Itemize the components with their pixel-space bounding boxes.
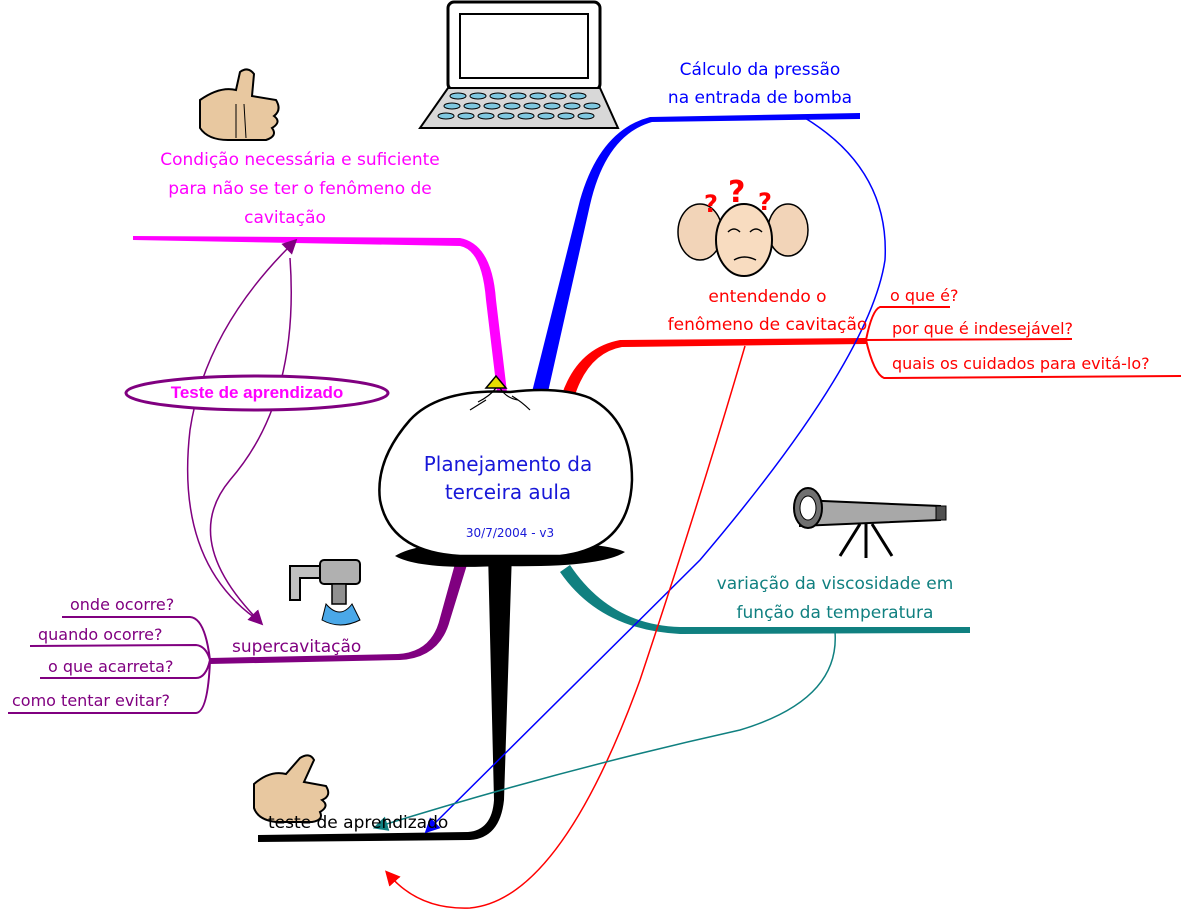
super-sub-3: o que acarreta? [48,657,174,676]
viscosidade-line2: função da temperatura [736,603,934,623]
link-calculo-to-teste [424,117,887,834]
teste-oval-label: Teste de aprendizado [170,383,344,402]
center-date: 30/7/2004 - v3 [465,526,555,540]
viscosidade-label: variação da viscosidade em função da tem… [700,572,970,625]
condicao-line1: Condição necessária e suficiente [160,150,440,170]
entendendo-subbranches [865,306,1181,380]
svg-text:?: ? [704,190,718,218]
entendendo-line2: fenômeno de cavitação [667,315,868,335]
branch-viscosidade [560,565,970,634]
thumbs-up-icon [199,68,280,141]
link-teste-to-condicao [186,238,298,619]
branch-condicao [133,236,507,392]
super-sub-4: como tentar evitar? [12,691,170,710]
entendendo-line1: entendendo o [708,287,827,307]
supercavitacao-subbranches [8,616,211,714]
center-title-line2: terceira aula [444,480,572,504]
link-condicao-to-super [209,257,292,626]
supercavitacao-label: supercavitação [232,637,362,657]
condicao-label: Condição necessária e suficiente para nã… [140,148,460,230]
telescope-icon [793,487,947,558]
entendendo-sub-2: por que é indesejável? [892,319,1074,338]
super-sub-1: onde ocorre? [70,595,175,614]
link-entendendo-to-teste [385,345,746,909]
confused-heads-icon: ? ? ? [677,175,809,277]
teste-oval [124,374,390,412]
svg-text:?: ? [728,175,745,210]
teste-label: teste de aprendizado [268,813,449,833]
laptop-icon [418,0,620,129]
svg-text:?: ? [758,188,772,216]
center-title-line1: Planejamento da [423,452,593,476]
link-viscosidade-to-teste [372,631,836,831]
center-bubble [378,388,634,558]
condicao-line2: para não se ter o fenômeno de [168,179,432,199]
calculo-label: Cálculo da pressão na entrada de bomba [640,58,880,110]
condicao-line3: cavitação [244,208,326,228]
entendendo-label: entendendo o fenômeno de cavitação [660,285,875,337]
viscosidade-line1: variação da viscosidade em [716,574,954,594]
center-title: Planejamento da terceira aula [383,450,633,506]
super-sub-2: quando ocorre? [38,625,163,644]
thumbs-up-small-icon [253,754,330,823]
faucet-icon [289,559,361,626]
entendendo-sub-3: quais os cuidados para evitá-lo? [892,354,1150,373]
calculo-line1: Cálculo da pressão [679,60,841,80]
branch-entendendo [562,338,866,398]
entendendo-sub-1: o que é? [890,286,959,305]
calculo-line2: na entrada de bomba [667,88,853,108]
